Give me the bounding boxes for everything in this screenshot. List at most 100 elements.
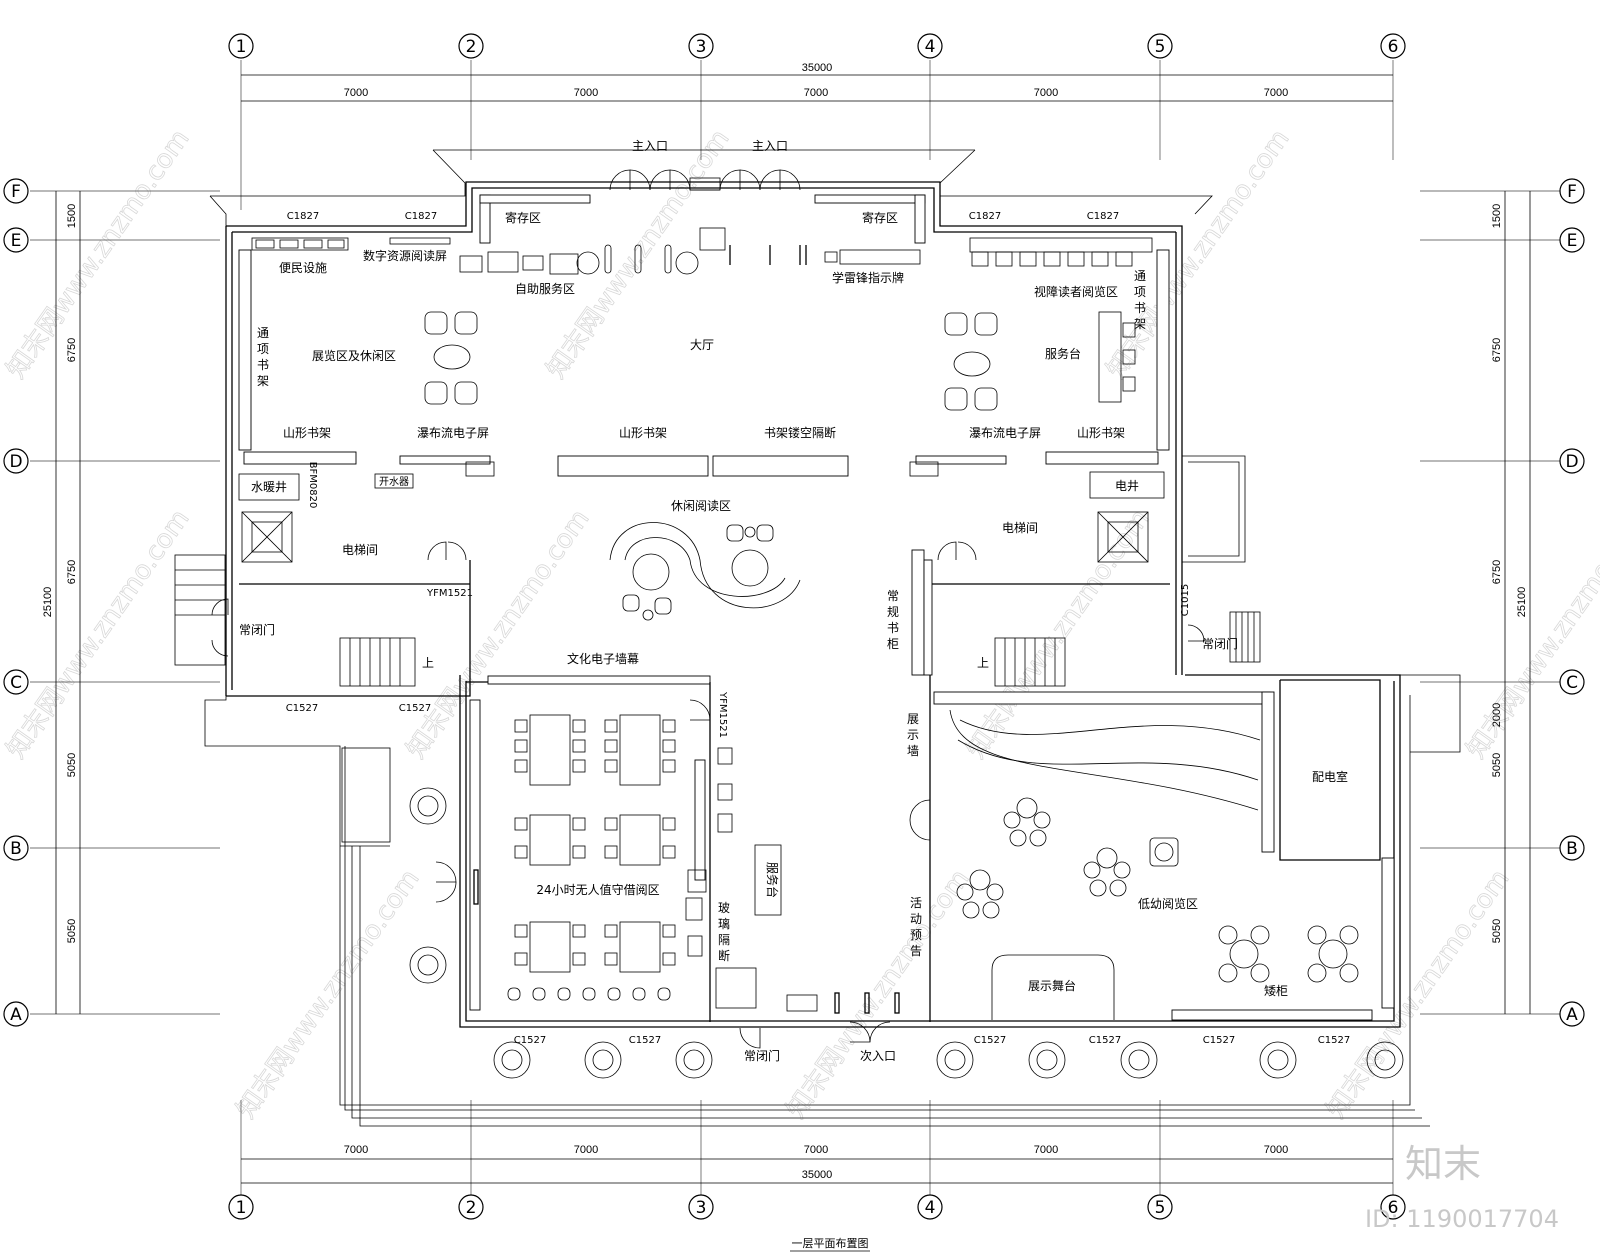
- window-tag: C1827: [287, 211, 319, 222]
- grid-column-label: 4: [925, 1198, 936, 1218]
- right-core: 电井 电梯间 常 规 书 柜 C1015 常闭门 上: [887, 471, 1238, 687]
- main-entrance-label: 主入口: [752, 139, 788, 153]
- grid-lines: [30, 60, 1575, 1195]
- watermark-text: 知末网www.znzmo.com: [1, 124, 195, 384]
- grid-row-label: B: [1566, 839, 1578, 859]
- grid-column-label: 1: [236, 1198, 247, 1218]
- tree-icon: [1259, 1041, 1297, 1079]
- power-room-label: 配电室: [1312, 769, 1348, 784]
- window-tag: C1527: [399, 703, 431, 714]
- event-notice-label: 动: [910, 912, 922, 926]
- closed-door-label: 常闭门: [239, 622, 275, 637]
- left-core: 水暖井 开水器 BFM0820 电梯间 YFM1521 常闭门 上 C1527 …: [211, 462, 473, 714]
- event-notice-label: 活: [910, 896, 922, 910]
- window-tag: C1827: [969, 211, 1001, 222]
- grid-column-label: 4: [925, 37, 936, 57]
- upper-left-zone: C1827 C1827 便民设施 数字资源阅读屏 自助服务区 通 项 书 架 展…: [238, 211, 579, 477]
- mountain-shelf-label: 山形书架: [619, 426, 667, 440]
- event-notice-label: 预: [910, 928, 922, 942]
- grid-row-label: E: [1567, 231, 1578, 251]
- dimension-span: 6750: [66, 338, 78, 362]
- grid-row-label: A: [10, 1005, 22, 1025]
- dimension-span: 6750: [66, 560, 78, 584]
- water-heater-label: 开水器: [379, 476, 409, 488]
- full-shelf-label: 架: [1134, 317, 1146, 331]
- grid-column-label: 5: [1155, 37, 1166, 57]
- dimension-total: 35000: [802, 1169, 833, 1181]
- closed-door-label: 常闭门: [1202, 636, 1238, 651]
- dimension-span: 6750: [1491, 560, 1503, 584]
- grid-row-label: D: [9, 452, 22, 472]
- brand-watermark: 知末: [1405, 1142, 1481, 1186]
- dimension-total-vertical: 25100: [1516, 587, 1528, 618]
- tree-icon: [1120, 1041, 1158, 1079]
- secondary-entrance-label: 次入口: [860, 1049, 896, 1063]
- full-shelf-label: 通: [257, 326, 269, 340]
- door-tag: C1015: [1180, 584, 1191, 616]
- storage-area-label: 寄存区: [505, 210, 541, 225]
- children-zone: 展 示 墙 活 动 预 告 配电室 低幼阅览区: [907, 675, 1395, 1046]
- full-shelf-label: 书: [257, 358, 269, 372]
- sign-label: 学雷锋指示牌: [832, 270, 904, 285]
- full-shelf-label: 书: [1134, 301, 1146, 315]
- plumbing-shaft-label: 水暖井: [251, 480, 287, 494]
- watermark-text: 知末网www.znzmo.com: [1101, 124, 1295, 384]
- low-cabinet-label: 矮柜: [1264, 984, 1288, 998]
- round-table: [1218, 925, 1270, 983]
- tree-icon: [409, 787, 447, 825]
- dimension-span: 2000: [1491, 703, 1503, 727]
- glass-partition-label: 玻: [718, 901, 730, 915]
- watermark-text: 知末网www.znzmo.com: [781, 864, 975, 1124]
- electric-shaft-label: 电井: [1115, 479, 1139, 493]
- flower-table: [1003, 797, 1051, 847]
- tree-icon: [409, 946, 447, 984]
- convenience-label: 便民设施: [279, 261, 327, 275]
- watermark-text: 知末网www.znzmo.com: [401, 504, 595, 764]
- study-table: [514, 814, 586, 866]
- door-tag: BFM0820: [307, 462, 318, 509]
- shelf-partition-label: 书架镂空隔断: [764, 425, 836, 440]
- tree-icon: [584, 1041, 622, 1079]
- study-table: [604, 714, 676, 786]
- glass-partition-label: 隔: [718, 933, 730, 947]
- grid-column-label: 6: [1388, 1198, 1399, 1218]
- grid-column-label: 2: [466, 1198, 477, 1218]
- display-wall-label: 展: [907, 712, 919, 726]
- dimension-span: 5050: [1491, 919, 1503, 943]
- watermark-text: 知末网www.znzmo.com: [231, 864, 425, 1124]
- study-table: [514, 714, 586, 786]
- grid-column-label: 1: [236, 37, 247, 57]
- window-tag: C1827: [1087, 211, 1119, 222]
- grid-column-label: 6: [1388, 37, 1399, 57]
- grid-row-label: C: [1566, 673, 1578, 693]
- dimension-span: 6750: [1491, 338, 1503, 362]
- grid-row-label: E: [11, 231, 22, 251]
- id-watermark: ID: 1190017704: [1365, 1205, 1559, 1233]
- mountain-shelf-label: 山形书架: [283, 426, 331, 440]
- left-dimensions: 25100 1500 6750 6750 5050 5050: [42, 191, 81, 1014]
- flower-table: [956, 869, 1004, 919]
- regular-cabinet-label: 柜: [887, 637, 899, 651]
- tree-icon: [493, 1041, 531, 1079]
- study-table: [514, 921, 586, 973]
- building-walls: [174, 149, 1461, 1127]
- grid-column-label: 3: [696, 1198, 707, 1218]
- unattended-zone: 文化电子墙幕 YFM1521: [435, 651, 782, 1063]
- culture-wall-label: 文化电子墙幕: [567, 651, 639, 666]
- dimension-bay: 7000: [804, 1144, 828, 1156]
- exhibition-area-label: 展览区及休闲区: [312, 348, 396, 363]
- window-tag: C1527: [1318, 1035, 1350, 1046]
- children-reading-label: 低幼阅览区: [1138, 896, 1198, 911]
- full-shelf-label: 项: [257, 342, 269, 356]
- grid-row-label: C: [10, 673, 22, 693]
- dimension-bay: 7000: [574, 87, 598, 99]
- full-shelf-label: 架: [257, 374, 269, 388]
- window-tag: C1527: [974, 1035, 1006, 1046]
- window-tag: C1527: [1203, 1035, 1235, 1046]
- display-wall-label: 示: [907, 728, 919, 742]
- unattended-area-label: 24小时无人值守借阅区: [536, 882, 659, 897]
- study-table: [604, 921, 676, 973]
- window-tag: C1527: [1089, 1035, 1121, 1046]
- service-desk-label: 服务台: [765, 862, 780, 898]
